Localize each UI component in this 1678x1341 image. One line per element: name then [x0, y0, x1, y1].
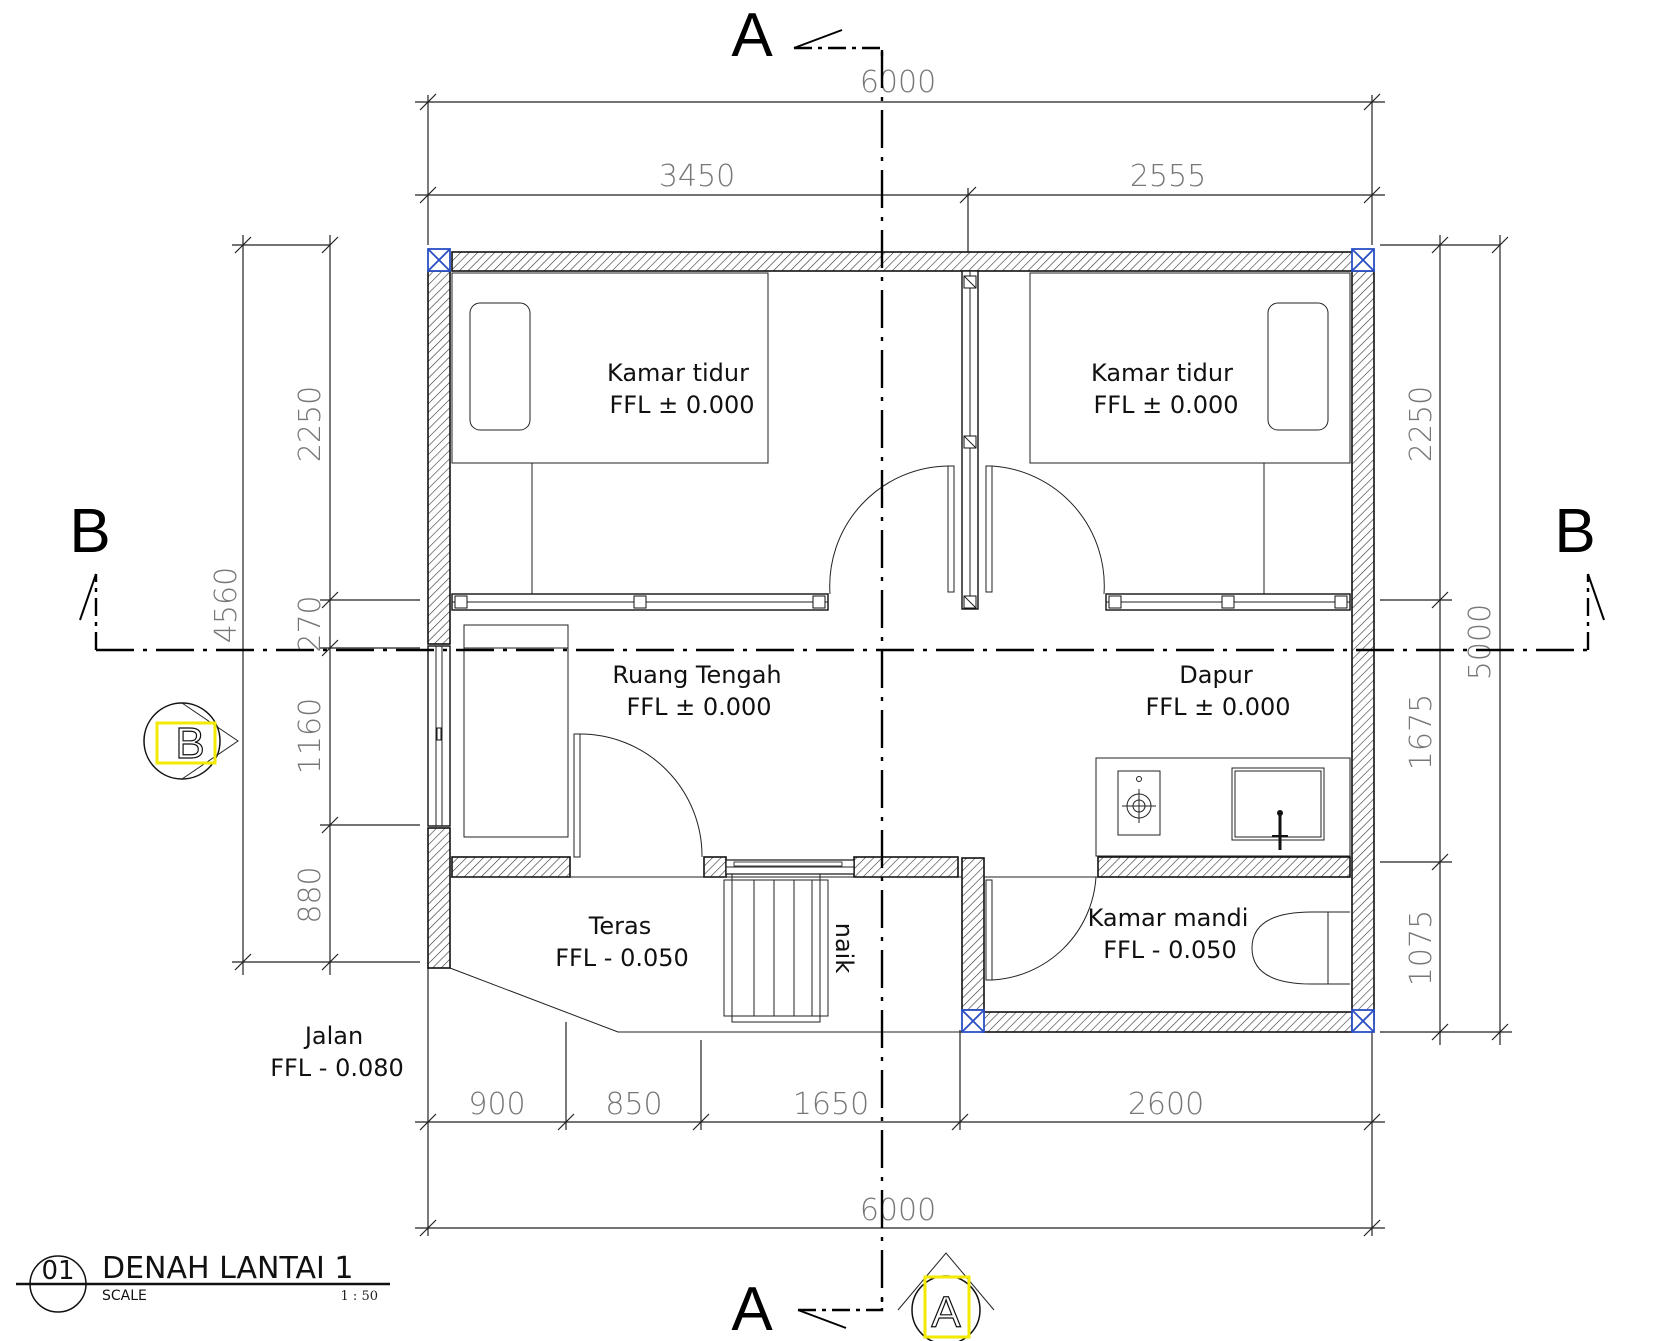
column-markers — [427, 248, 1375, 1033]
section-mark-b-right: B — [1554, 497, 1595, 566]
room-name-terrace: Teras — [588, 912, 651, 940]
dim-right-1: 2250 — [1404, 386, 1439, 462]
dim-top-total: 6000 — [860, 65, 936, 100]
dim-bottom-total: 6000 — [860, 1193, 936, 1228]
title-text: DENAH LANTAI 1 — [102, 1251, 353, 1286]
dim-right-3: 1075 — [1404, 910, 1439, 986]
dim-left-1: 2250 — [293, 386, 328, 462]
title-scale-label: SCALE — [102, 1288, 147, 1304]
dim-bottom-4: 2600 — [1128, 1087, 1204, 1122]
stair-label: naik — [830, 923, 858, 974]
title-number: 01 — [41, 1256, 74, 1286]
terrace-outline — [449, 876, 962, 1033]
dimension-lines — [232, 93, 1512, 1237]
room-name-bedroom-left: Kamar tidur — [607, 359, 749, 387]
furniture — [451, 272, 1351, 1023]
dim-right-total: 5000 — [1463, 604, 1498, 680]
room-level-terrace: FFL - 0.050 — [555, 944, 689, 972]
dim-left-4: 880 — [293, 866, 328, 923]
title-scale-value: 1 : 50 — [341, 1289, 378, 1304]
room-level-bedroom-right: FFL ± 0.000 — [1093, 391, 1238, 419]
room-name-bedroom-right: Kamar tidur — [1091, 359, 1233, 387]
room-name-kitchen: Dapur — [1179, 661, 1253, 689]
room-name-living: Ruang Tengah — [612, 661, 781, 689]
room-level-kitchen: FFL ± 0.000 — [1145, 693, 1290, 721]
bedroom-partitions — [451, 270, 1351, 611]
doors — [573, 465, 1105, 981]
room-name-bathroom: Kamar mandi — [1088, 904, 1249, 932]
section-lines — [79, 29, 1605, 1329]
dim-left-total: 4560 — [209, 567, 244, 643]
elevation-marker-a-label: A — [931, 1288, 961, 1337]
dim-left-2: 270 — [293, 595, 328, 652]
elevation-marker-b-label: B — [175, 719, 204, 768]
elevation-marker-b — [143, 702, 239, 780]
room-name-street: Jalan — [303, 1022, 363, 1050]
title-block — [16, 1255, 390, 1313]
dim-right-2: 1675 — [1404, 694, 1439, 770]
dim-bottom-1: 900 — [468, 1087, 525, 1122]
dim-bottom-3: 1650 — [793, 1087, 869, 1122]
room-level-street: FFL - 0.080 — [270, 1054, 404, 1082]
room-level-living: FFL ± 0.000 — [626, 693, 771, 721]
section-mark-b-left: B — [69, 497, 110, 566]
section-mark-a-top: A — [731, 1, 773, 70]
room-level-bathroom: FFL - 0.050 — [1103, 936, 1237, 964]
dim-top-left: 3450 — [659, 159, 735, 194]
dim-top-right: 2555 — [1130, 159, 1206, 194]
dim-bottom-2: 850 — [605, 1087, 662, 1122]
room-level-bedroom-left: FFL ± 0.000 — [609, 391, 754, 419]
elevation-marker-a — [897, 1252, 995, 1341]
section-mark-a-bottom: A — [731, 1275, 773, 1341]
dim-left-3: 1160 — [293, 698, 328, 774]
